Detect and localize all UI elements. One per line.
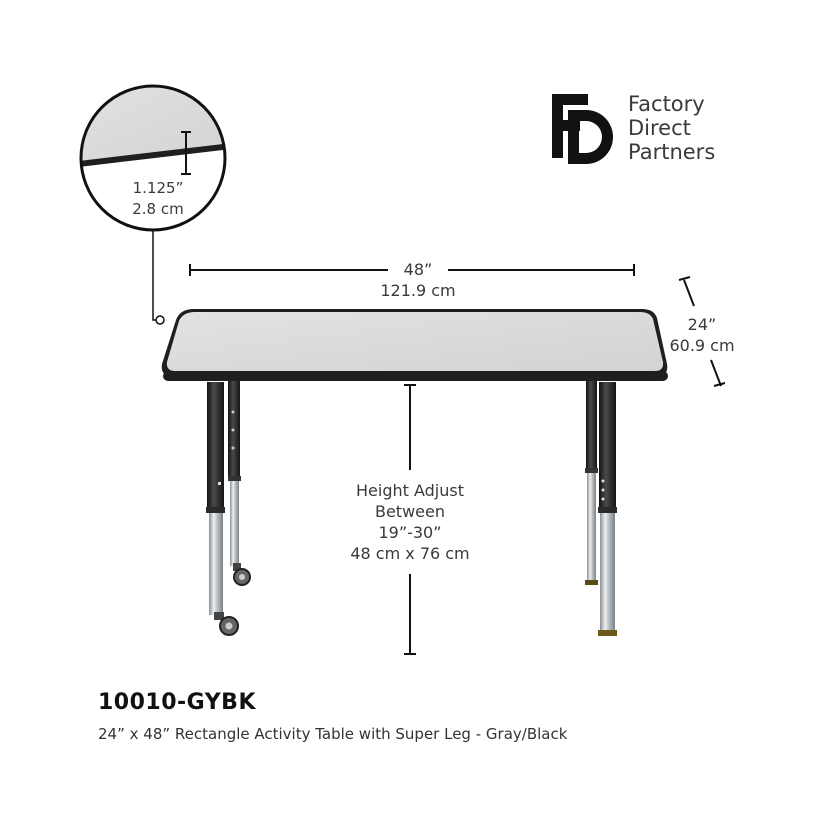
brand-name-line-3: Partners xyxy=(628,140,716,164)
height-label: Height Adjust Between 19”-30” 48 cm x 76… xyxy=(340,480,480,564)
edge-detail-callout xyxy=(79,84,227,325)
height-line-1: Height Adjust xyxy=(356,481,464,500)
width-dimension-line xyxy=(189,264,635,276)
depth-label: 24” 60.9 cm xyxy=(660,314,744,356)
brand-name: Factory Direct Partners xyxy=(628,92,715,164)
width-inches: 48” xyxy=(403,260,433,279)
depth-cm: 60.9 cm xyxy=(669,336,735,355)
table-top xyxy=(161,309,668,381)
table-legs xyxy=(206,378,617,636)
depth-inches: 24” xyxy=(687,315,717,334)
brand-name-line-1: Factory xyxy=(628,92,705,116)
width-cm: 121.9 cm xyxy=(380,281,456,300)
thickness-label: 1.125” 2.8 cm xyxy=(108,178,208,220)
brand-name-line-2: Direct xyxy=(628,116,691,140)
height-line-3: 19”-30” xyxy=(378,523,442,542)
height-line-4: 48 cm x 76 cm xyxy=(350,544,470,563)
thickness-cm: 2.8 cm xyxy=(132,200,184,218)
product-sku: 10010-GYBK xyxy=(98,690,256,715)
height-dimension-line xyxy=(404,384,416,655)
brand-logo-icon xyxy=(552,94,613,164)
height-line-2: Between xyxy=(374,502,445,521)
depth-dimension-line xyxy=(678,276,726,387)
thickness-inches: 1.125” xyxy=(132,179,184,197)
width-label: 48” 121.9 cm xyxy=(358,259,478,301)
product-description: 24” x 48” Rectangle Activity Table with … xyxy=(98,725,568,743)
